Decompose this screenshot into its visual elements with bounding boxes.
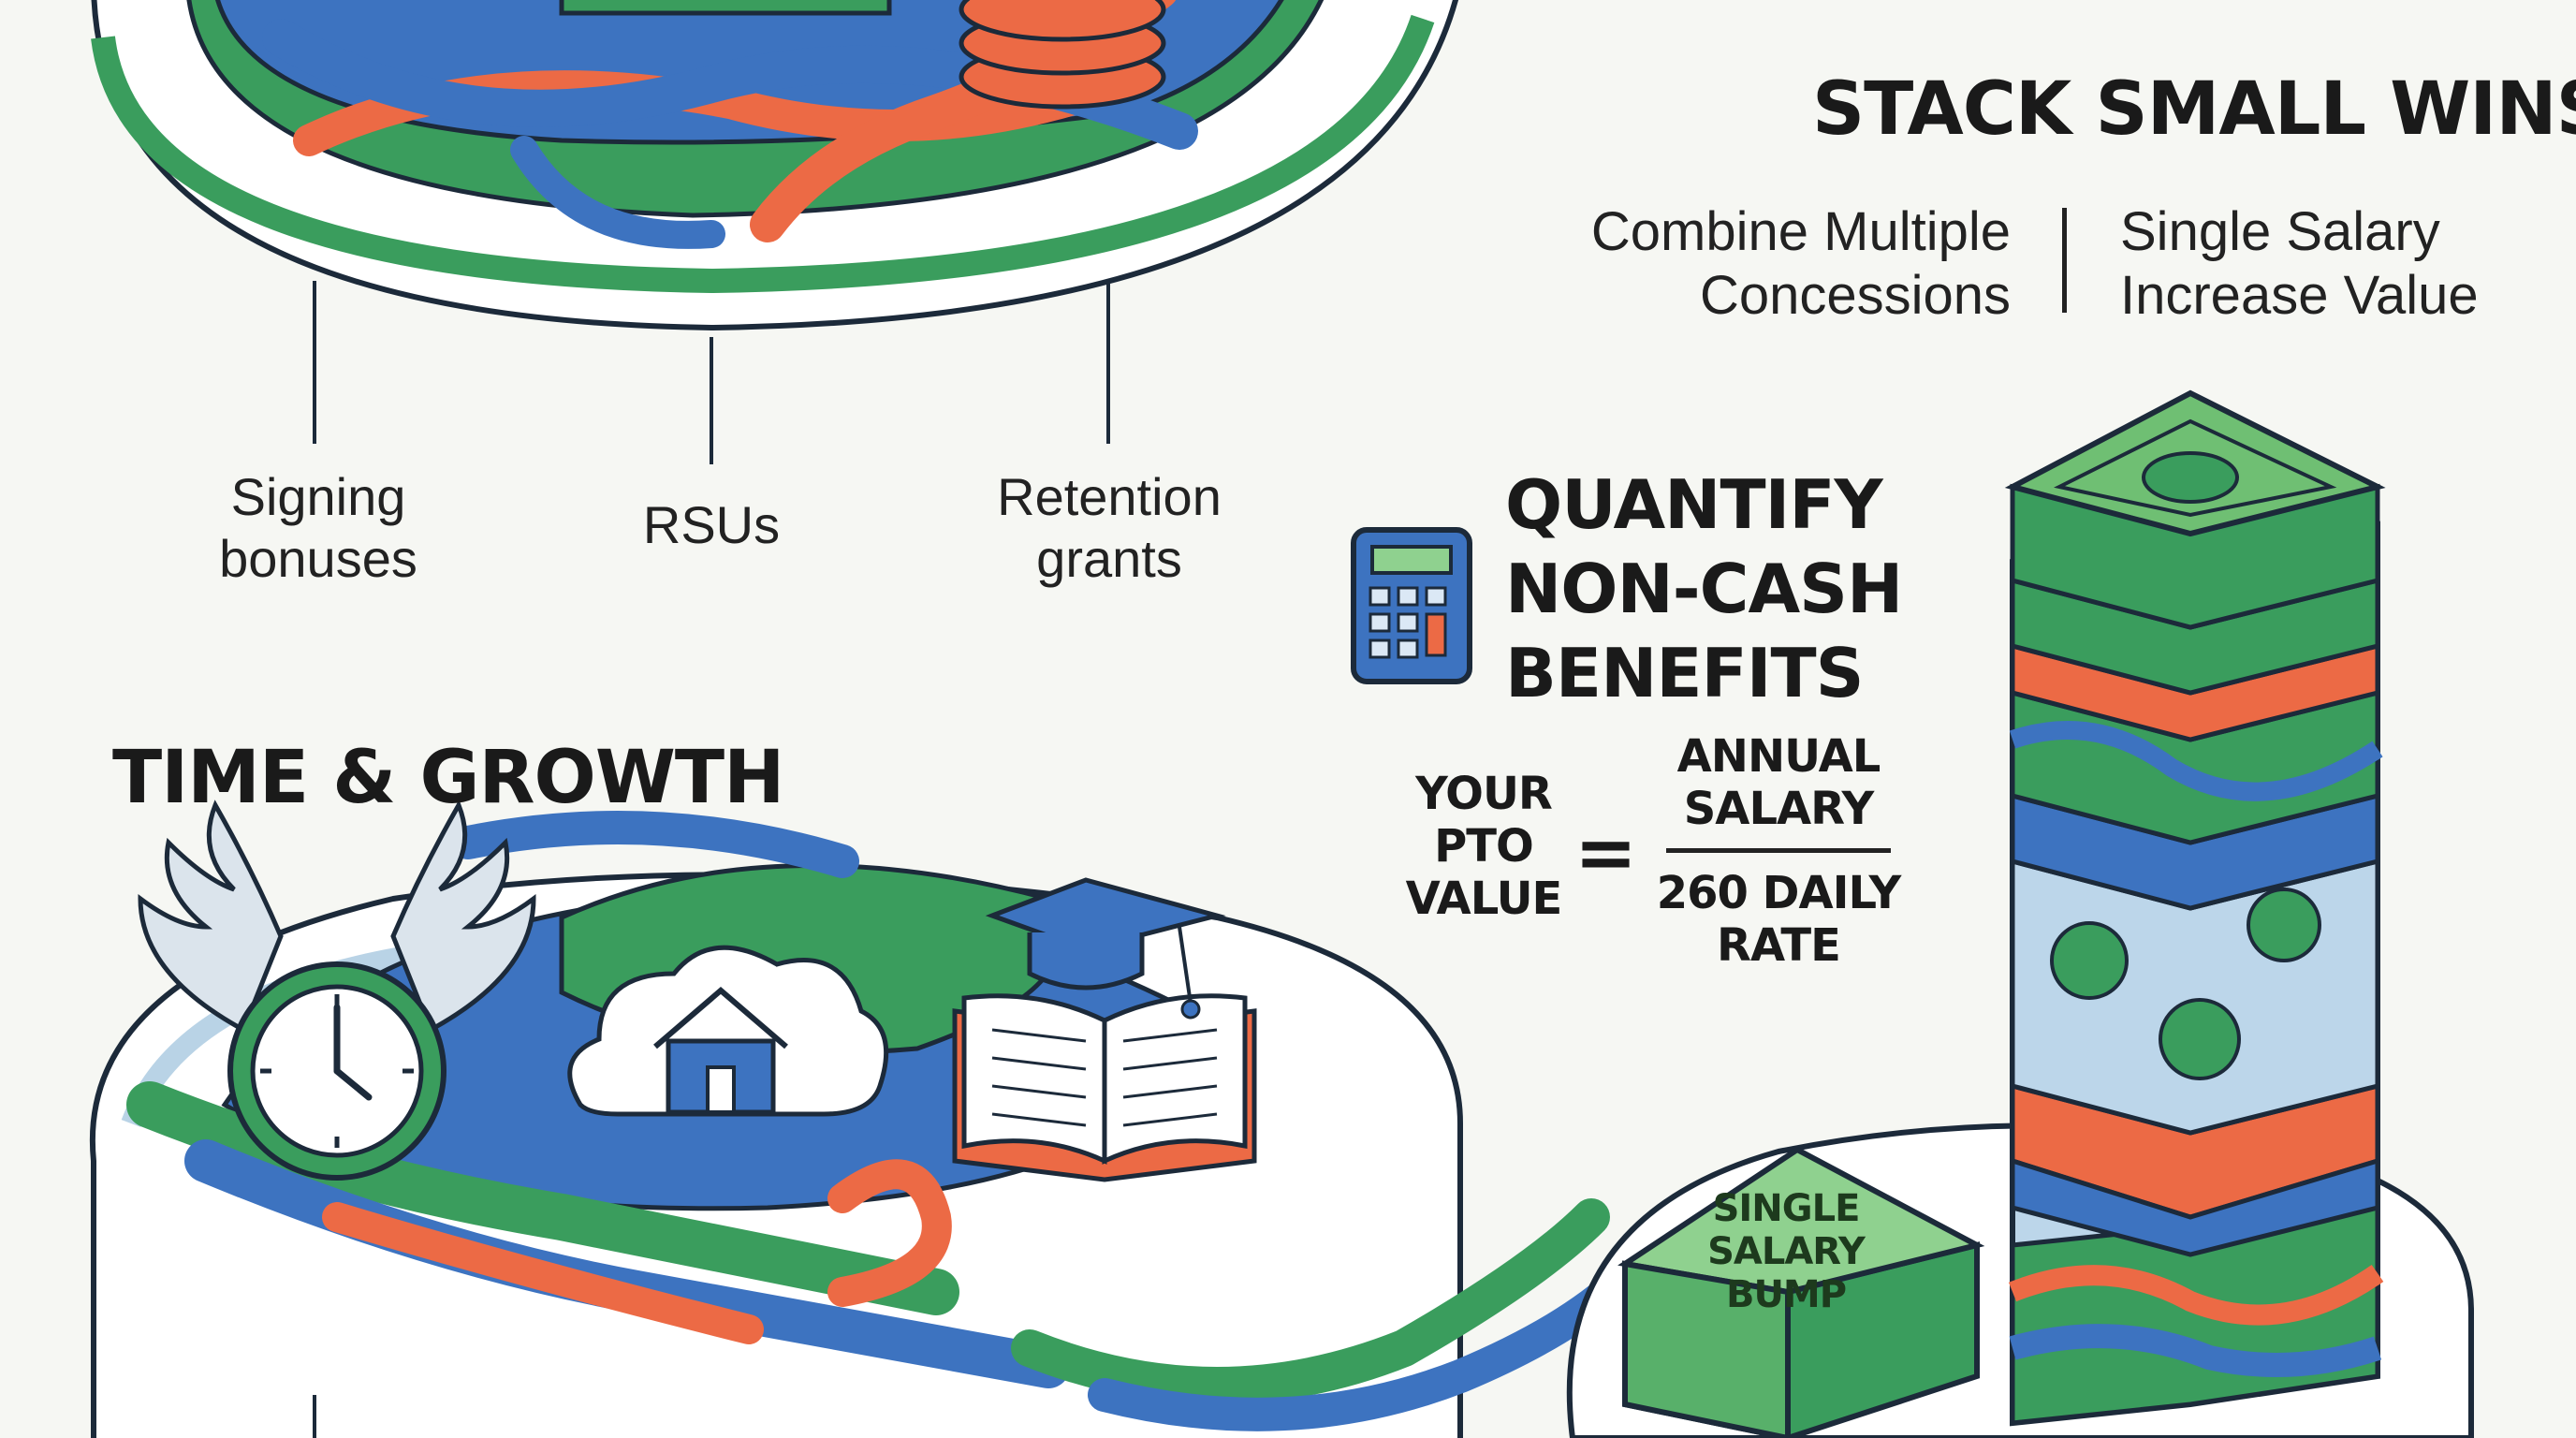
single-salary-bump-label: SINGLE SALARY BUMP <box>1707 1187 1866 1316</box>
coin-stack-icon <box>959 0 1166 110</box>
fraction-line <box>1666 848 1891 853</box>
single-salary-value-text: Single Salary Increase Value <box>2120 201 2479 326</box>
vertical-divider <box>2062 208 2067 313</box>
equals-sign: = <box>1574 809 1637 896</box>
compensation-platter <box>91 0 1459 464</box>
calculator-icon <box>1351 527 1472 684</box>
stack-small-wins-heading: STACK SMALL WINS <box>1812 67 2576 152</box>
home-cloud-icon <box>567 945 889 1117</box>
rsus-label: RSUs <box>642 495 781 554</box>
winged-clock-icon <box>138 800 536 1181</box>
signing-bonuses-label: Signing bonuses <box>219 467 417 588</box>
single-bump-cube <box>1617 1146 1985 1438</box>
daily-rate-denominator: 260 DAILY RATE <box>1656 867 1902 972</box>
retention-grants-label: Retention grants <box>997 467 1222 588</box>
quantify-heading: QUANTIFY NON-CASH BENEFITS <box>1505 465 1903 712</box>
stack-tower <box>1566 389 2474 1438</box>
pto-value-label: YOUR PTO VALUE <box>1405 768 1563 925</box>
annual-salary-numerator: ANNUAL SALARY <box>1676 730 1881 835</box>
graduation-book-icon <box>952 877 1257 1182</box>
combine-concessions-text: Combine Multiple Concessions <box>1590 201 2011 326</box>
time-growth-heading: TIME & GROWTH <box>112 736 784 820</box>
